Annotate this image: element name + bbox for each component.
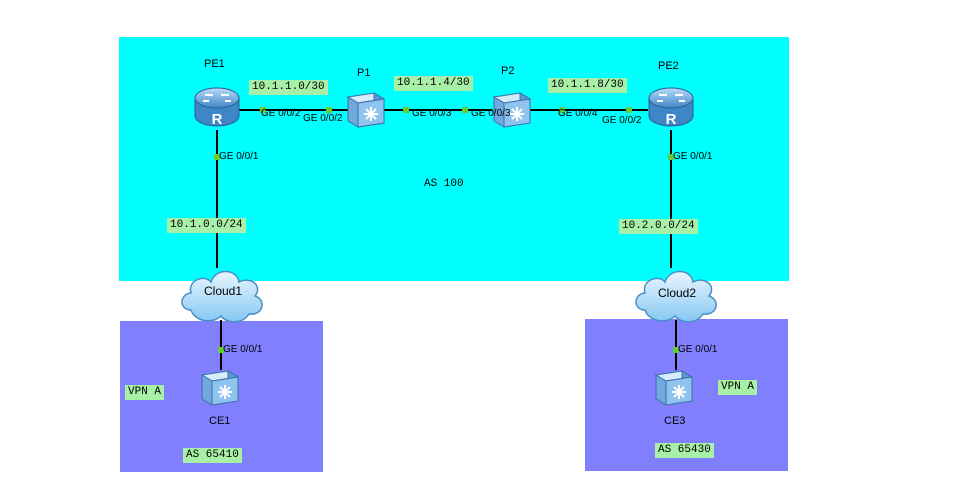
subnet-label-p1-p2: 10.1.1.4/30: [394, 76, 473, 91]
subnet-label-pe1-cloud: 10.1.0.0/24: [167, 218, 246, 233]
zone-label-site1-vpn: VPN A: [125, 385, 165, 400]
node-label-p2: P2: [501, 65, 515, 77]
port-label: GE 0/0/2: [602, 115, 642, 126]
port-dot: [673, 347, 679, 353]
node-label-p1: P1: [357, 67, 371, 79]
cloud-icon[interactable]: [177, 262, 267, 326]
subnet-label-pe1-p1: 10.1.1.0/30: [249, 80, 328, 95]
port-label: GE 0/0/1: [678, 344, 718, 355]
l3-switch-icon[interactable]: [652, 367, 694, 409]
port-label: GE 0/0/1: [223, 344, 263, 355]
port-label: GE 0/0/3: [471, 108, 511, 119]
svg-text:R: R: [212, 111, 223, 128]
subnet-label-pe2-cloud: 10.2.0.0/24: [619, 219, 698, 234]
router-icon[interactable]: R: [646, 86, 696, 130]
svg-text:R: R: [666, 111, 677, 128]
zone-label-core-as: AS 100: [424, 178, 464, 190]
port-dot: [462, 107, 468, 113]
zone-label-site3-vpn: VPN A: [718, 380, 758, 395]
node-label-ce3: CE3: [664, 415, 686, 427]
port-label: GE 0/0/4: [558, 108, 598, 119]
node-label-pe2: PE2: [658, 60, 679, 72]
cloud-label-2: Cloud2: [658, 286, 697, 300]
port-dot: [218, 347, 224, 353]
cloud-label-1: Cloud1: [204, 284, 243, 298]
node-label-ce1: CE1: [209, 415, 231, 427]
port-label: GE 0/0/2: [303, 113, 343, 124]
port-dot: [668, 154, 674, 160]
l3-switch-icon[interactable]: [344, 89, 386, 131]
port-dot: [260, 107, 266, 113]
l3-switch-icon[interactable]: [198, 367, 240, 409]
port-dot: [214, 154, 220, 160]
port-dot: [626, 107, 632, 113]
port-label: GE 0/0/1: [673, 151, 713, 162]
zone-label-site3-as: AS 65430: [655, 443, 714, 458]
router-icon[interactable]: R: [192, 86, 242, 130]
port-label: GE 0/0/1: [219, 151, 259, 162]
port-dot: [403, 107, 409, 113]
port-label: GE 0/0/2: [261, 108, 301, 119]
node-label-pe1: PE1: [204, 58, 225, 70]
port-dot: [326, 107, 332, 113]
port-label: GE 0/0/3: [412, 108, 452, 119]
port-dot: [559, 107, 565, 113]
cloud-icon[interactable]: [631, 262, 721, 326]
subnet-label-p2-pe2: 10.1.1.8/30: [548, 78, 627, 93]
l3-switch-icon[interactable]: [490, 89, 532, 131]
zone-label-site1-as: AS 65410: [183, 448, 242, 463]
